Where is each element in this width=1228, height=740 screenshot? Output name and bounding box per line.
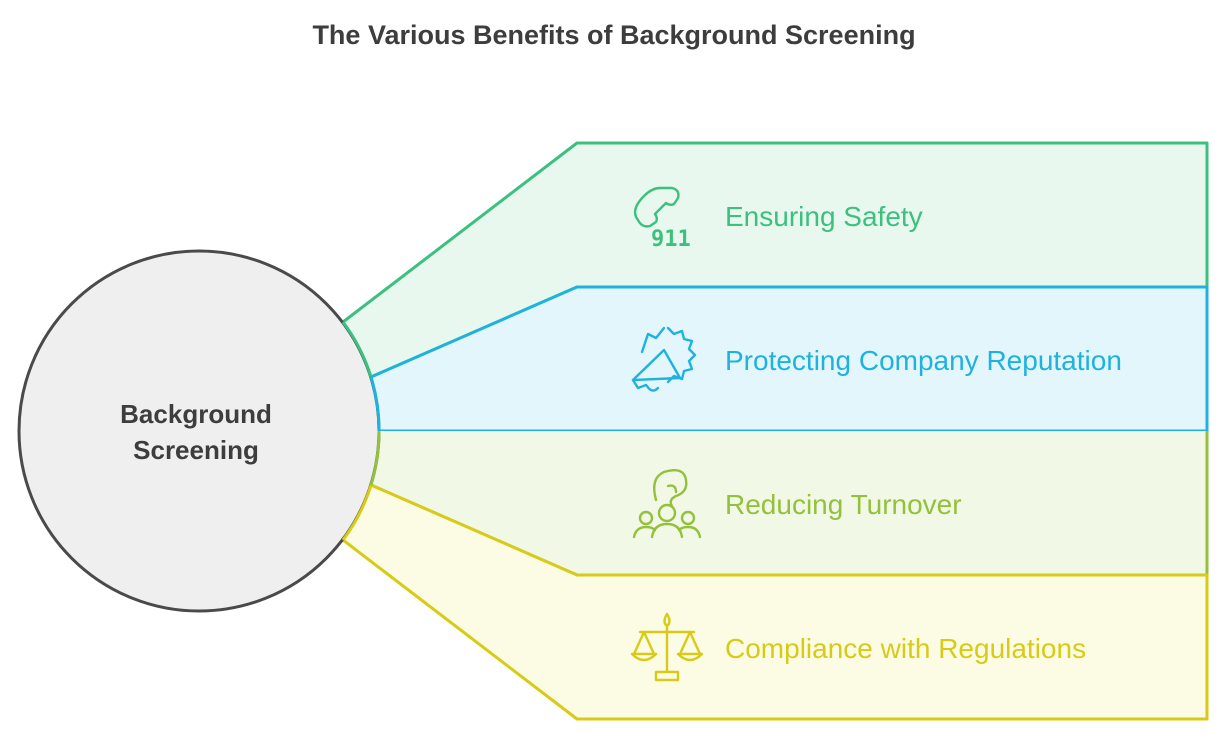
band-compliance [343, 485, 1207, 719]
center-label: Background Screening [36, 396, 356, 468]
scales-icon [630, 612, 704, 682]
diagram-title: The Various Benefits of Background Scree… [312, 20, 916, 50]
band-reducing-turnover [371, 431, 1207, 575]
label-ensuring-safety: Ensuring Safety [725, 201, 923, 232]
band-protecting-reputation [371, 287, 1207, 431]
center-label-line2: Screening [133, 435, 259, 465]
phone-911-icon: 911 [633, 186, 691, 252]
icon-911-text: 911 [651, 227, 691, 252]
label-reducing-turnover: Reducing Turnover [725, 489, 962, 520]
people-icon [632, 469, 702, 539]
megaphone-icon [631, 326, 697, 392]
label-protecting-reputation: Protecting Company Reputation [725, 345, 1122, 376]
label-compliance: Compliance with Regulations [725, 633, 1087, 664]
band-ensuring-safety [343, 143, 1207, 377]
center-label-line1: Background [120, 399, 272, 429]
